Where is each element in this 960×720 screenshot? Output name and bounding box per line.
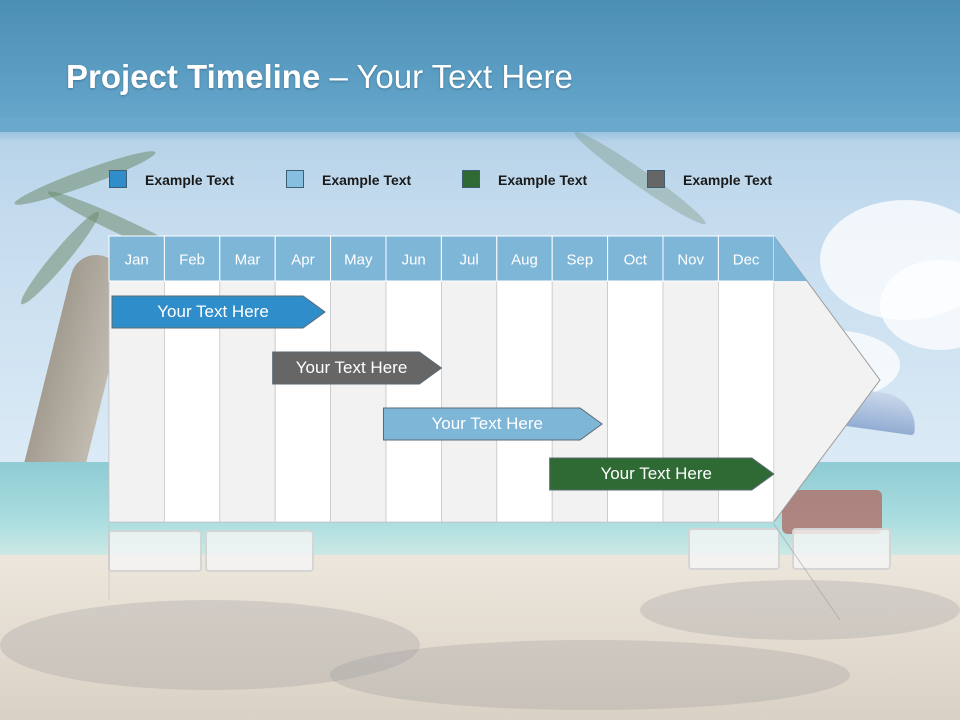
beach-chair-icon xyxy=(782,490,882,534)
sand-shadow xyxy=(330,640,850,710)
month-header-cell xyxy=(330,235,387,282)
month-column xyxy=(496,280,553,523)
beach-chair-icon xyxy=(108,530,202,572)
month-header-cell xyxy=(274,235,332,282)
task-arrow xyxy=(549,457,775,491)
header-fade xyxy=(0,118,960,142)
month-column xyxy=(440,280,498,523)
month-header-cell xyxy=(551,235,609,282)
page-title: Project Timeline – Your Text Here xyxy=(66,58,573,96)
legend-swatch xyxy=(109,170,127,188)
task-label: Your Text Here xyxy=(600,464,712,483)
task-label: Your Text Here xyxy=(431,414,543,433)
arrow-header-tip xyxy=(773,236,807,281)
month-label: Feb xyxy=(179,252,205,269)
title-strong: Project Timeline xyxy=(66,58,321,95)
task-arrow xyxy=(272,351,443,385)
legend-label: Example Text xyxy=(145,172,235,188)
month-label: Apr xyxy=(291,252,314,269)
legend-label: Example Text xyxy=(322,172,412,188)
month-label: Jan xyxy=(125,252,149,269)
header-band xyxy=(0,0,960,132)
month-label: Jun xyxy=(402,252,426,269)
legend-swatch xyxy=(286,170,304,188)
month-label: Oct xyxy=(624,252,648,269)
month-label: Mar xyxy=(235,252,261,269)
month-header-cell xyxy=(662,235,719,282)
month-label: May xyxy=(344,252,373,269)
sand-shadow xyxy=(640,580,960,640)
title-rest: – Your Text Here xyxy=(320,58,573,95)
month-label: Dec xyxy=(733,252,760,269)
month-header-cell xyxy=(607,235,664,282)
beach-chair-icon xyxy=(688,528,780,570)
month-label: Aug xyxy=(511,252,538,269)
month-label: Sep xyxy=(567,252,594,269)
legend-label: Example Text xyxy=(683,172,773,188)
task-arrow xyxy=(382,407,603,441)
month-column xyxy=(330,280,387,523)
month-header-cell xyxy=(385,235,442,282)
month-header-cell xyxy=(440,235,498,282)
month-header-cell xyxy=(717,235,775,282)
task-label: Your Text Here xyxy=(295,358,408,377)
beach-chair-icon xyxy=(792,528,891,570)
month-column xyxy=(385,280,442,523)
task-arrow xyxy=(111,295,326,329)
month-header-cell xyxy=(496,235,553,282)
legend-swatch xyxy=(462,170,480,188)
legend-swatch xyxy=(647,170,665,188)
beach-chair-icon xyxy=(205,530,314,572)
month-header-cell xyxy=(219,235,276,282)
legend-label: Example Text xyxy=(498,172,588,188)
month-header-cell xyxy=(108,235,165,282)
month-label: Jul xyxy=(460,252,479,269)
background-sand xyxy=(0,555,960,720)
task-label: Your Text Here xyxy=(157,302,269,321)
sand-shadow xyxy=(0,600,420,690)
reflection-line xyxy=(773,523,841,621)
month-label: Nov xyxy=(677,252,704,269)
